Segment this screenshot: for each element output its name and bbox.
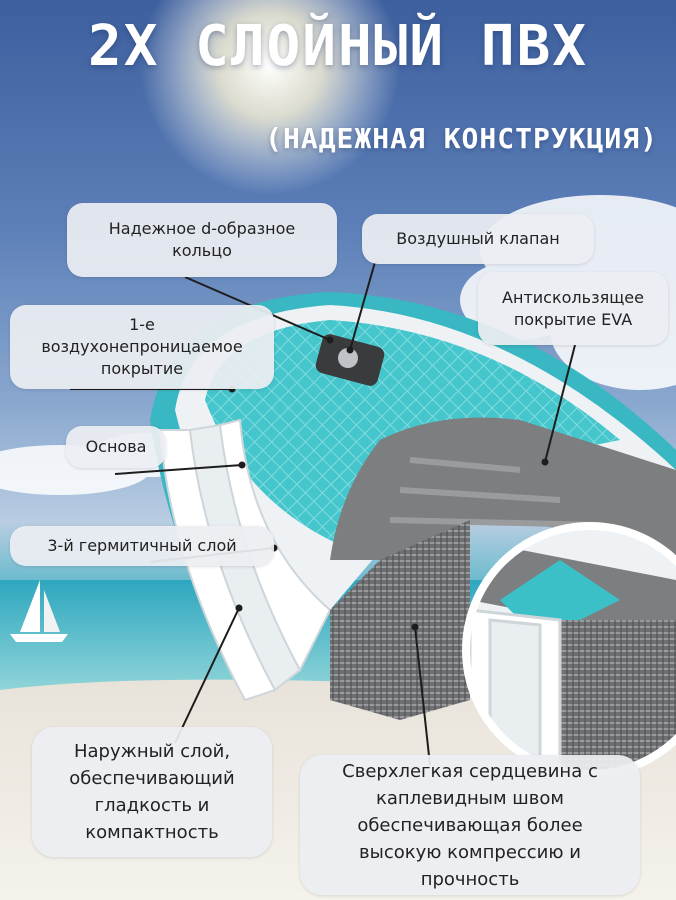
callout-air-valve: Воздушный клапан bbox=[362, 214, 594, 264]
callout-airtight-coating: 1-е воздухонепроницаемое покрытие bbox=[10, 305, 274, 389]
sailboat-icon bbox=[10, 580, 68, 642]
callout-sealed-layer-text: 3-й гермитичный слой bbox=[47, 536, 237, 555]
callout-d-ring-text: Надежное d-образное кольцо bbox=[108, 219, 296, 260]
callout-eva-text: Антискользящее покрытие EVA bbox=[502, 287, 644, 329]
callout-d-ring: Надежное d-образное кольцо bbox=[67, 203, 337, 277]
callout-base: Основа bbox=[66, 426, 166, 468]
callout-eva: Антискользящее покрытие EVA bbox=[478, 272, 668, 345]
callout-outer-layer: Наружный слой, обеспечивающий гладкость … bbox=[32, 727, 272, 857]
callout-outer-layer-text: Наружный слой, обеспечивающий гладкость … bbox=[69, 741, 235, 843]
page-subtitle: (НАДЕЖНАЯ КОНСТРУКЦИЯ) bbox=[265, 122, 658, 155]
callout-sealed-layer: 3-й гермитичный слой bbox=[10, 526, 274, 566]
callout-air-valve-text: Воздушный клапан bbox=[396, 229, 560, 248]
zoom-detail bbox=[462, 522, 676, 778]
page-title: 2Х СЛОЙНЫЙ ПВХ bbox=[87, 14, 588, 79]
callout-core-text: Сверхлегкая сердцевина с каплевидным шво… bbox=[342, 760, 598, 890]
callout-core: Сверхлегкая сердцевина с каплевидным шво… bbox=[300, 755, 640, 895]
sun-glow bbox=[140, 0, 400, 195]
callout-base-text: Основа bbox=[85, 437, 147, 456]
callout-airtight-coating-text: 1-е воздухонепроницаемое покрытие bbox=[41, 315, 243, 378]
